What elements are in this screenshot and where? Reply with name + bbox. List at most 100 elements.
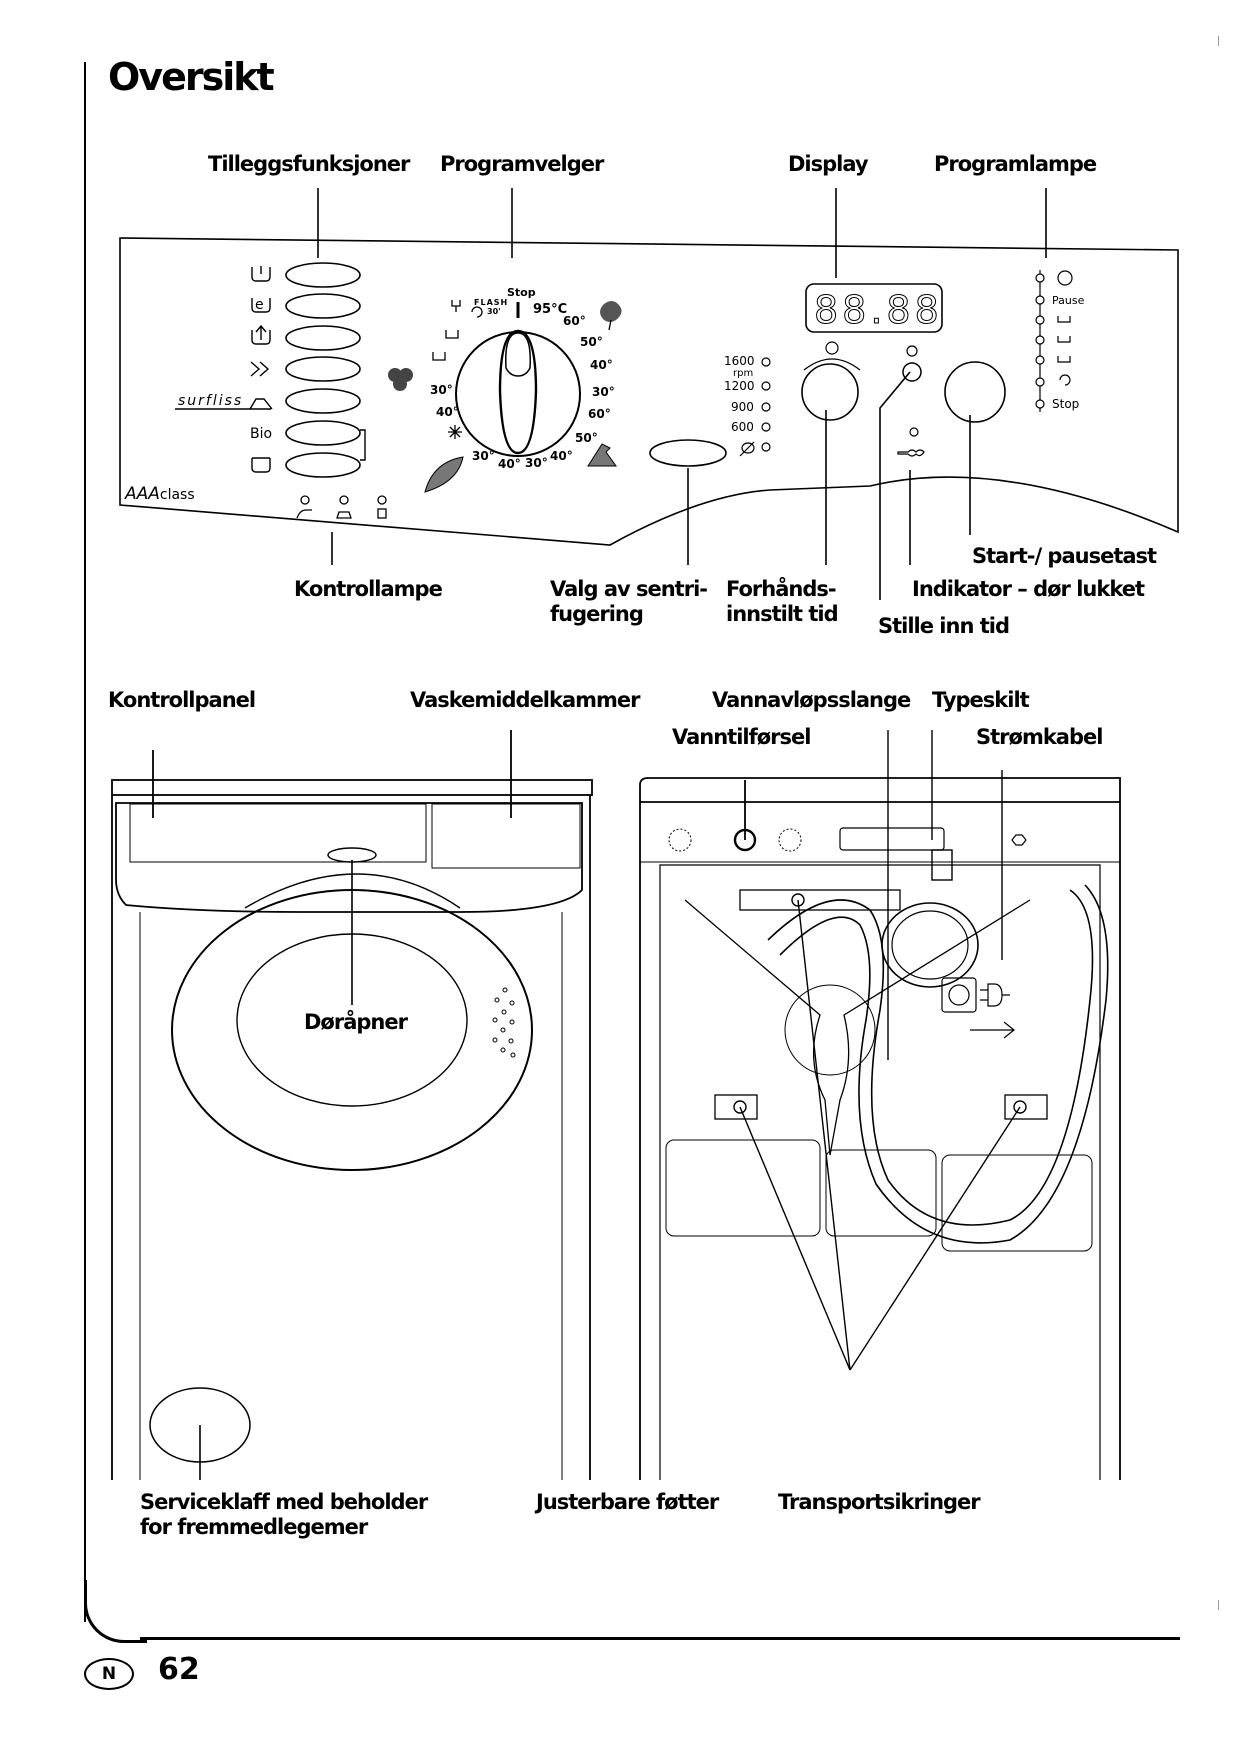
inlet-plug-right bbox=[778, 828, 802, 852]
door-outer bbox=[171, 889, 533, 1171]
power-plug bbox=[931, 849, 953, 881]
option-button-5 bbox=[285, 388, 361, 414]
front-view-diagram bbox=[111, 730, 593, 1480]
panel-inset bbox=[129, 803, 427, 863]
option-button-3 bbox=[285, 325, 361, 351]
energy-class-logo: AAAclass bbox=[124, 484, 195, 504]
spin-unit: rpm bbox=[733, 368, 753, 379]
program-lamp-column bbox=[1035, 270, 1073, 412]
program-lamp-delay-icon bbox=[1057, 270, 1073, 286]
dial-temp-b0: 30° bbox=[472, 449, 495, 463]
dial-flash-label: FLASH bbox=[474, 298, 508, 307]
callout-service-flap: Serviceklaff med beholder for fremmedleg… bbox=[140, 1490, 428, 1539]
program-lamp-rinse-icon bbox=[1057, 356, 1071, 363]
display-digits: 88.88 bbox=[814, 288, 943, 332]
lock-bracket bbox=[360, 429, 366, 461]
option-button-4 bbox=[285, 356, 361, 382]
easy-iron-icon bbox=[175, 398, 273, 410]
callout-adjustable-feet: Justerbare føtter bbox=[536, 1490, 719, 1514]
option-button-1 bbox=[285, 262, 361, 288]
plug-symbol bbox=[980, 983, 1010, 1007]
callout-set-time: Stille inn tid bbox=[878, 614, 1010, 638]
water-tap-icon bbox=[296, 509, 312, 519]
panel-outline bbox=[119, 237, 1179, 546]
transport-bolt-right bbox=[1013, 1100, 1027, 1114]
callout-water-inlet: Vanntilførsel bbox=[672, 725, 811, 749]
dial-temp-r4: 60° bbox=[588, 407, 611, 421]
wool-icon bbox=[432, 352, 446, 361]
foam-icon bbox=[336, 511, 352, 519]
main-wash-icon bbox=[251, 457, 271, 473]
callout-power-cable: Strømkabel bbox=[976, 725, 1103, 749]
option-button-7 bbox=[285, 452, 361, 478]
dial-labels: FLASH 30' 95°C 60° 50° 40° 30° 60° 50° 4… bbox=[430, 298, 615, 471]
dial-temp-r6: 40° bbox=[550, 449, 573, 463]
bolt-bracket-right bbox=[1004, 1094, 1048, 1120]
drum-hub bbox=[784, 984, 876, 1076]
detergent-drawer bbox=[431, 803, 581, 869]
program-lamp-spin-icon bbox=[1059, 374, 1071, 386]
callout-spin-selection: Valg av sentri- fugering bbox=[550, 577, 708, 626]
arrow-right-icon bbox=[970, 1021, 1015, 1039]
dial-stop-label: Stop bbox=[507, 286, 536, 299]
callout-delay-time: Forhånds- innstilt tid bbox=[726, 577, 839, 626]
delay-arrow bbox=[803, 358, 861, 371]
spin-icon bbox=[471, 306, 483, 318]
callout-door-indicator: Indikator – dør lukket bbox=[912, 577, 1145, 601]
lock-icon bbox=[377, 508, 387, 519]
spin-speed-600: 600 bbox=[731, 420, 754, 434]
option-button-6 bbox=[285, 420, 361, 446]
mixed-icon bbox=[388, 368, 413, 391]
control-panel-diagram: e surfliss Bio AAAclass Stop FLASH 30' 9… bbox=[119, 188, 1179, 600]
quick-icon bbox=[250, 361, 270, 377]
control-lamp-3 bbox=[377, 495, 387, 505]
dial-temp-r0: 60° bbox=[563, 314, 586, 328]
dial-flash-temp: 30' bbox=[487, 307, 501, 316]
control-lamp-2 bbox=[339, 495, 349, 505]
rating-plate bbox=[839, 827, 945, 851]
door-vent-holes bbox=[492, 987, 516, 1058]
bolt-bracket-left bbox=[714, 1094, 758, 1120]
back-panel-recess bbox=[659, 864, 1101, 1480]
inlet-plug-left bbox=[668, 828, 692, 852]
hex-nut bbox=[1011, 834, 1027, 846]
page-title: Oversikt bbox=[108, 55, 275, 99]
callout-additional-functions: Tilleggsfunksjoner bbox=[208, 152, 410, 176]
page-number: 62 bbox=[158, 1652, 200, 1687]
drain-hose bbox=[767, 884, 1109, 1244]
spin-speed-900: 900 bbox=[731, 400, 754, 414]
transport-bolt-left bbox=[733, 1100, 747, 1114]
program-dial bbox=[455, 302, 581, 457]
spider-frame bbox=[684, 899, 1031, 1156]
delay-icon bbox=[825, 341, 839, 355]
door-opener-button bbox=[327, 847, 377, 863]
language-badge: N bbox=[84, 1658, 134, 1690]
callout-control-panel: Kontrollpanel bbox=[108, 688, 256, 712]
spin-speed-list: 1600 rpm 1200 900 600 bbox=[724, 354, 755, 434]
back-view-diagram bbox=[639, 730, 1121, 1480]
program-lamp-pause: Pause bbox=[1052, 294, 1085, 307]
dial-temp-b2: 30° bbox=[525, 456, 548, 470]
bio-label: Bio bbox=[250, 426, 272, 442]
callout-detergent-drawer: Vaskemiddelkammer bbox=[410, 688, 641, 712]
program-lamp-mainwash-icon bbox=[1057, 336, 1071, 343]
program-lamp-stop: Stop bbox=[1052, 397, 1079, 411]
option-button-2 bbox=[285, 293, 361, 319]
callout-transport-bolts: Transportsikringer bbox=[778, 1490, 981, 1514]
callout-start-pause: Start-/ pausetast bbox=[972, 544, 1157, 568]
dial-temp-r5: 50° bbox=[575, 431, 598, 445]
callout-drain-hose: Vannavløpsslange bbox=[712, 688, 911, 712]
eco-icon bbox=[251, 298, 271, 313]
start-pause-button bbox=[944, 361, 1006, 423]
dial-temp-r3: 30° bbox=[592, 385, 615, 399]
socket-symbol bbox=[941, 977, 977, 1013]
back-upper-band bbox=[639, 801, 1121, 863]
callout-program-selector: Programvelger bbox=[440, 152, 604, 176]
washer-body bbox=[111, 795, 591, 1480]
back-body bbox=[639, 802, 1121, 1480]
callout-display: Display bbox=[788, 152, 869, 176]
delay-time-knob bbox=[801, 363, 859, 421]
callout-rating-plate: Typeskilt bbox=[932, 688, 1030, 712]
spin-speed-1600: 1600 bbox=[724, 354, 755, 368]
spin-lamp-1200 bbox=[761, 381, 771, 391]
